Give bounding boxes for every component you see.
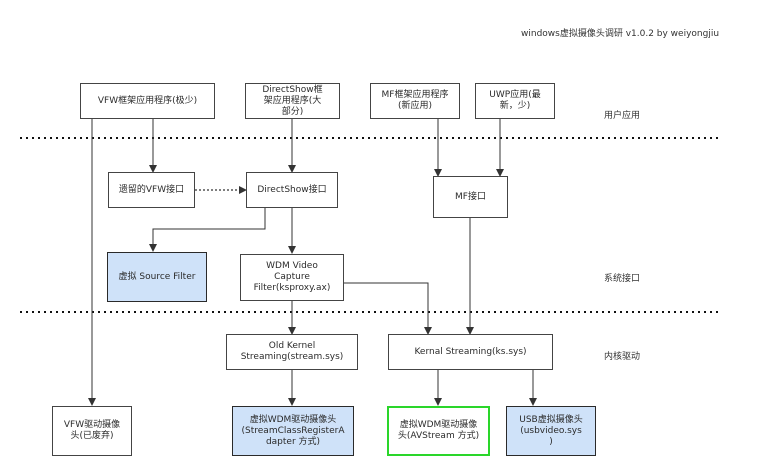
virtual-source-filter-box: 虚拟 Source Filter bbox=[107, 252, 207, 302]
mf-interface-box: MF接口 bbox=[433, 176, 508, 218]
wdm-avstream-camera-box: 虚拟WDM驱动摄像 头(AVStream 方式) bbox=[387, 406, 490, 456]
directshow-interface-box: DirectShow接口 bbox=[246, 172, 338, 208]
diagram-title: windows虚拟摄像头调研 v1.0.2 by weiyongjiu bbox=[521, 29, 720, 39]
arrow-wdm-capture-to-ks bbox=[344, 282, 432, 335]
usb-virtual-camera-box: USB虚拟摄像头 (usbvideo.sys ) bbox=[506, 406, 596, 456]
kernal-streaming-box: Kernal Streaming(ks.sys) bbox=[388, 334, 553, 370]
directshow-app-box: DirectShow框 架应用程序(大 部分) bbox=[245, 83, 340, 119]
layer-label-kernel-driver: 内核驱动 bbox=[604, 352, 641, 362]
wdm-capture-filter-box: WDM Video Capture Filter(ksproxy.ax) bbox=[240, 254, 344, 301]
mf-app-box: MF框架应用程序 (新应用) bbox=[370, 83, 460, 119]
vfw-legacy-interface-box: 遗留的VFW接口 bbox=[108, 172, 195, 208]
vfw-driver-camera-box: VFW驱动摄像 头(已废弃) bbox=[52, 406, 132, 456]
vfw-app-box: VFW框架应用程序(极少) bbox=[80, 83, 215, 119]
arrow-dshow-if-to-virtual-filter bbox=[149, 207, 266, 252]
wdm-stream-class-camera-box: 虚拟WDM驱动摄像头 (StreamClassRegisterA dapter … bbox=[232, 406, 354, 456]
uwp-app-box: UWP应用(最 新，少) bbox=[475, 83, 555, 119]
layer-label-system-interface: 系统接口 bbox=[604, 274, 641, 284]
layer-label-user-apps: 用户应用 bbox=[604, 111, 641, 121]
old-kernel-streaming-box: Old Kernel Streaming(stream.sys) bbox=[226, 334, 358, 370]
